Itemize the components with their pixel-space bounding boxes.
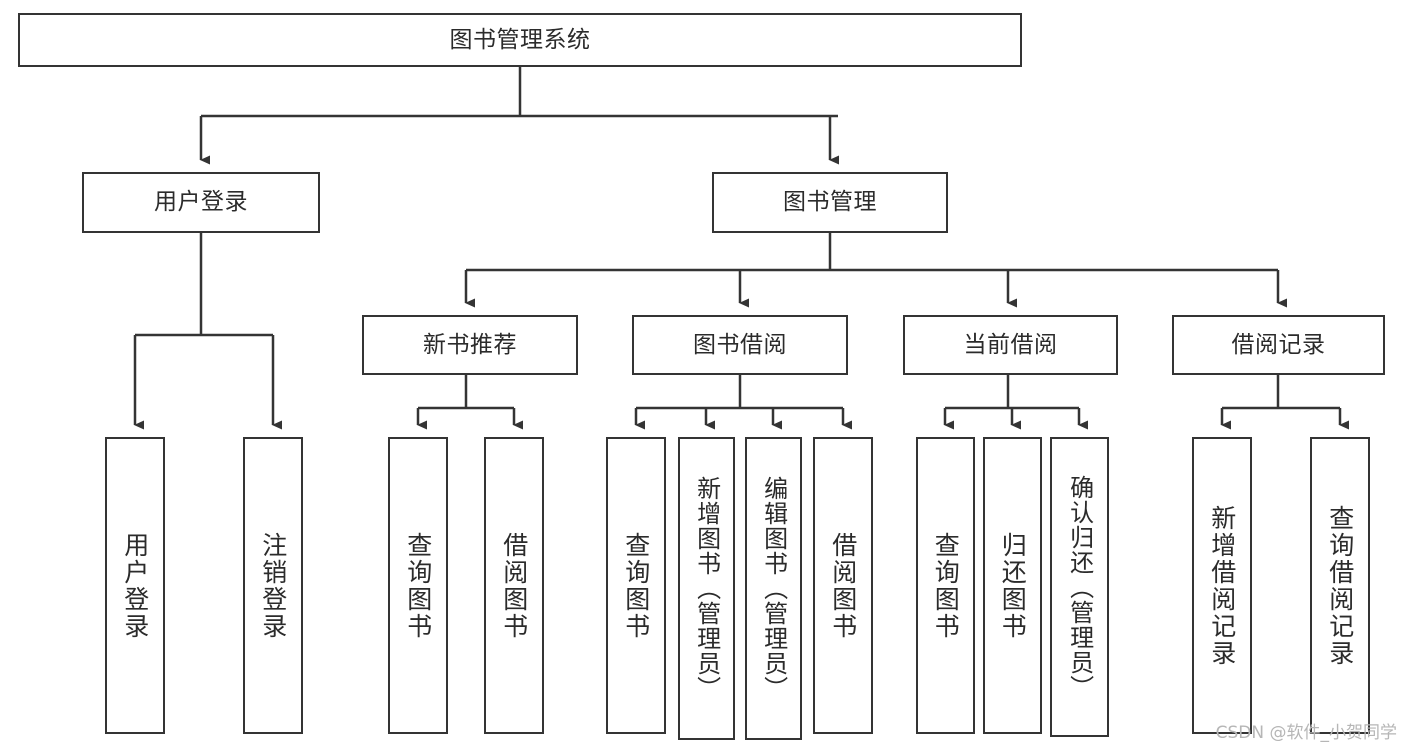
node-book-manage[interactable]: 图书管理 [712, 172, 948, 233]
leaf-borrow-book[interactable]: 借阅图书 [813, 437, 873, 734]
node-current-borrow[interactable]: 当前借阅 [903, 315, 1118, 375]
leaf-borrow-book-label: 借阅图书 [828, 531, 858, 640]
leaf-add-borrow-record-label: 新增借阅记录 [1207, 504, 1237, 667]
leaf-query-book-current-label: 查询图书 [931, 531, 961, 640]
leaf-add-book-admin[interactable]: 新增图书（管理员） [678, 437, 735, 740]
leaf-logout[interactable]: 注销登录 [243, 437, 303, 734]
leaf-borrow-book-recommend-label: 借阅图书 [499, 531, 529, 640]
leaf-logout-label: 注销登录 [258, 531, 288, 640]
node-current-borrow-label: 当前借阅 [963, 331, 1058, 358]
node-root[interactable]: 图书管理系统 [18, 13, 1022, 67]
leaf-return-book-label: 归还图书 [998, 531, 1028, 640]
leaf-user-login-label: 用户登录 [120, 531, 150, 640]
node-borrow-record-label: 借阅记录 [1231, 331, 1326, 358]
leaf-user-login[interactable]: 用户登录 [105, 437, 165, 734]
leaf-query-borrow-record-label: 查询借阅记录 [1325, 504, 1355, 667]
leaf-return-book[interactable]: 归还图书 [983, 437, 1042, 734]
node-borrow-record[interactable]: 借阅记录 [1172, 315, 1385, 375]
leaf-query-book-recommend[interactable]: 查询图书 [388, 437, 448, 734]
leaf-edit-book-admin[interactable]: 编辑图书（管理员） [745, 437, 802, 740]
leaf-add-borrow-record[interactable]: 新增借阅记录 [1192, 437, 1252, 734]
node-new-book-recommend-label: 新书推荐 [423, 331, 517, 358]
node-new-book-recommend[interactable]: 新书推荐 [362, 315, 578, 375]
leaf-query-book-recommend-label: 查询图书 [403, 531, 433, 640]
leaf-edit-book-admin-label: 编辑图书（管理员） [759, 476, 788, 701]
node-user-login[interactable]: 用户登录 [82, 172, 320, 233]
leaf-borrow-book-recommend[interactable]: 借阅图书 [484, 437, 544, 734]
leaf-confirm-return-admin[interactable]: 确认归还（管理员） [1050, 437, 1109, 737]
node-root-label: 图书管理系统 [449, 26, 591, 53]
node-book-borrow-label: 图书借阅 [693, 331, 787, 358]
leaf-confirm-return-admin-label: 确认归还（管理员） [1065, 474, 1094, 700]
leaf-query-borrow-record[interactable]: 查询借阅记录 [1310, 437, 1370, 734]
node-user-login-label: 用户登录 [154, 189, 248, 215]
node-book-borrow[interactable]: 图书借阅 [632, 315, 848, 375]
leaf-query-book-borrow[interactable]: 查询图书 [606, 437, 666, 734]
csdn-watermark: CSDN @软件_小贺同学 [1215, 723, 1397, 743]
leaf-add-book-admin-label: 新增图书（管理员） [692, 476, 721, 701]
node-book-manage-label: 图书管理 [783, 189, 877, 215]
leaf-query-book-borrow-label: 查询图书 [621, 531, 651, 640]
leaf-query-book-current[interactable]: 查询图书 [916, 437, 975, 734]
